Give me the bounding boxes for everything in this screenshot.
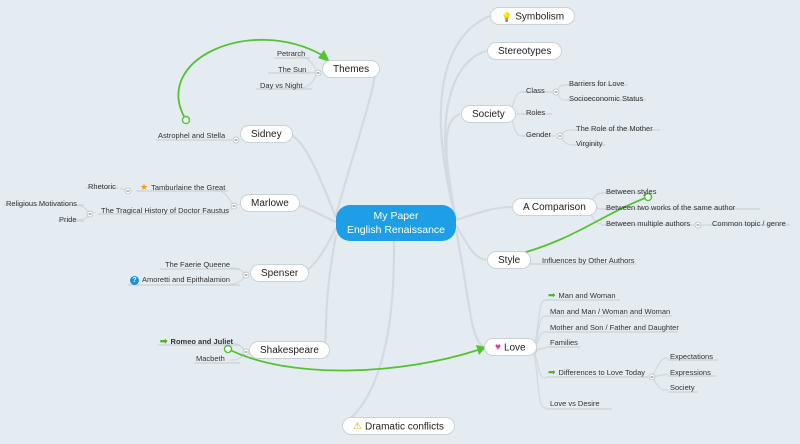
green-arrow-icon: ➡ — [160, 336, 168, 346]
subtopic-influences[interactable]: Influences by Other Authors — [542, 256, 635, 265]
heart-icon: ♥ — [495, 342, 501, 353]
topic-symbolism[interactable]: 💡Symbolism — [490, 7, 576, 25]
central-subtitle: English Renaissance — [346, 224, 446, 236]
subtopic-tamburlaine[interactable]: ★Tamburlaine the Great — [140, 182, 225, 193]
subtopic-tamburlaine-label: Tamburlaine the Great — [151, 183, 226, 192]
topic-symbolism-label: Symbolism — [515, 11, 565, 23]
main-branches — [288, 14, 513, 426]
subtopic-socioeconomic-status[interactable]: Socioeconomic Status — [569, 94, 644, 103]
subtopic-man-and-man[interactable]: Man and Man / Woman and Woman — [550, 307, 671, 316]
subtopic-common-topic[interactable]: Common topic / genre — [712, 219, 786, 228]
topic-style[interactable]: Style — [487, 251, 532, 269]
subtopic-differences[interactable]: ➡Differences to Love Today — [548, 367, 645, 378]
topic-love[interactable]: ♥Love — [484, 338, 537, 356]
subtopic-pride[interactable]: Pride — [59, 215, 77, 224]
subtopic-love-vs-desire[interactable]: Love vs Desire — [550, 399, 600, 408]
subtopic-day-vs-night[interactable]: Day vs Night — [260, 81, 303, 90]
relationship-arrows — [177, 39, 653, 372]
topic-spenser-label: Spenser — [261, 268, 299, 279]
subtopic-rhetoric[interactable]: Rhetoric — [88, 182, 116, 191]
topic-stereotypes-label: Stereotypes — [498, 46, 552, 57]
subtopic-man-and-woman[interactable]: ➡Man and Woman — [548, 290, 616, 301]
subtopic-mother-and-son[interactable]: Mother and Son / Father and Daughter — [550, 323, 679, 332]
topic-a-comparison[interactable]: A Comparison — [512, 198, 597, 216]
subtopic-gender[interactable]: Gender — [526, 130, 552, 139]
warning-icon: ⚠ — [353, 421, 362, 432]
subtopic-same-author[interactable]: Between two works of the same author — [606, 203, 736, 212]
subtopic-barriers-for-love[interactable]: Barriers for Love — [569, 79, 625, 88]
subtopic-man-and-woman-label: Man and Woman — [558, 291, 616, 300]
subtopic-class[interactable]: Class — [526, 86, 545, 95]
subtopic-romeo-and-juliet[interactable]: ➡Romeo and Juliet — [160, 336, 233, 347]
topic-sidney-label: Sidney — [251, 129, 282, 140]
lightbulb-icon: 💡 — [501, 12, 513, 22]
subtopic-faerie-queene[interactable]: The Faerie Queene — [165, 260, 231, 269]
topic-themes-label: Themes — [333, 64, 370, 75]
star-icon: ★ — [140, 182, 149, 192]
topic-society-label: Society — [472, 109, 505, 120]
topic-sidney[interactable]: Sidney — [240, 125, 293, 143]
subtopic-amoretti[interactable]: ?Amoretti and Epithalamion — [130, 275, 230, 285]
central-topic[interactable]: My Paper English Renaissance — [336, 205, 456, 241]
subtopic-religious-motivations[interactable]: Religious Motivations — [6, 199, 77, 208]
green-arrow-icon: ➡ — [548, 290, 556, 300]
subtopic-differences-label: Differences to Love Today — [558, 368, 645, 377]
topic-stereotypes[interactable]: Stereotypes — [487, 42, 563, 60]
topic-love-label: Love — [503, 342, 526, 354]
topic-themes[interactable]: Themes — [322, 60, 381, 78]
subtopic-amoretti-label: Amoretti and Epithalamion — [142, 275, 230, 284]
topic-shakespeare[interactable]: Shakespeare — [249, 341, 330, 359]
subtopic-expressions[interactable]: Expressions — [670, 368, 711, 377]
topic-society[interactable]: Society — [461, 105, 516, 123]
subtopic-between-styles[interactable]: Between styles — [606, 187, 657, 196]
subtopic-society-today[interactable]: Society — [670, 383, 695, 392]
topic-spenser[interactable]: Spenser — [250, 264, 310, 282]
topic-marlowe-label: Marlowe — [251, 198, 289, 209]
subtopic-the-sun[interactable]: The Sun — [278, 65, 307, 74]
subtopic-virginity[interactable]: Virginity — [576, 139, 603, 148]
subtopic-petrarch[interactable]: Petrarch — [277, 49, 306, 58]
subtopic-multiple-authors[interactable]: Between multiple authors — [606, 219, 691, 228]
subtopic-astrophel-and-stella[interactable]: Astrophel and Stella — [158, 131, 226, 140]
subtopic-doctor-faustus[interactable]: The Tragical History of Doctor Faustus — [101, 206, 229, 215]
green-arrow-icon: ➡ — [548, 367, 556, 377]
topic-marlowe[interactable]: Marlowe — [240, 194, 300, 212]
subtopic-macbeth[interactable]: Macbeth — [196, 354, 225, 363]
subtopic-romeo-and-juliet-label: Romeo and Juliet — [170, 337, 234, 346]
sub-branches — [4, 55, 790, 410]
topic-style-label: Style — [498, 255, 521, 266]
topic-dramatic-conflicts[interactable]: ⚠Dramatic conflicts — [342, 417, 455, 435]
subtopic-roles[interactable]: Roles — [526, 108, 546, 117]
subtopic-families[interactable]: Families — [550, 338, 578, 347]
central-title: My Paper — [373, 210, 419, 222]
topic-dramatic-conflicts-label: Dramatic conflicts — [364, 421, 444, 433]
subtopic-expectations[interactable]: Expectations — [670, 352, 713, 361]
question-icon: ? — [130, 275, 139, 285]
subtopic-role-of-mother[interactable]: The Role of the Mother — [576, 124, 653, 133]
topic-a-comparison-label: A Comparison — [523, 202, 586, 213]
topic-shakespeare-label: Shakespeare — [260, 345, 319, 356]
